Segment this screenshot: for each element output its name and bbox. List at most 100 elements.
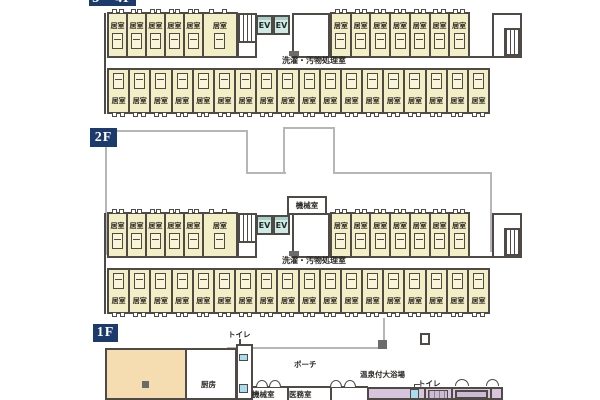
window-notch (393, 9, 399, 14)
window-notch (381, 9, 387, 14)
room-strip-lower: 居室居室居室居室居室居室居室居室居室居室居室居室居室居室居室居室居室居室 (107, 68, 491, 117)
window-notch (323, 312, 329, 317)
bed-icon (155, 273, 167, 289)
room-strip-upper-left: 居室居室居室居室居室居室 (107, 209, 238, 258)
window-notch (187, 9, 193, 14)
room: 居室 (212, 268, 237, 317)
bed-icon (214, 233, 226, 249)
exit-sign-icon (288, 251, 300, 256)
room-label: 居室 (432, 22, 447, 30)
room-label: 居室 (280, 297, 295, 305)
window-notch (196, 112, 202, 117)
room-label: 居室 (217, 97, 232, 105)
room: 居室 (428, 9, 451, 58)
window-notch (352, 312, 358, 317)
floor-label-1f: 1F (93, 324, 118, 342)
window-notch (168, 9, 174, 14)
window-notch (429, 312, 435, 317)
bed-icon (261, 273, 273, 289)
bed-icon (282, 273, 294, 289)
window-notch (440, 9, 446, 14)
room: 居室 (107, 68, 131, 117)
room-label: 居室 (132, 97, 147, 105)
room: 居室 (424, 68, 448, 117)
room: 居室 (170, 68, 194, 117)
window-notch (183, 112, 189, 117)
stairs-icon (504, 228, 520, 256)
window-notch (217, 112, 223, 117)
window-notch (239, 112, 245, 117)
window-notch (239, 312, 245, 317)
bed-icon (240, 73, 252, 89)
room-label: 居室 (196, 297, 211, 305)
room: 居室 (128, 68, 152, 117)
room-label: 居室 (450, 97, 465, 105)
room: 居室 (234, 68, 258, 117)
room-label: 居室 (429, 97, 444, 105)
room: 居室 (369, 9, 392, 58)
window-notch (140, 112, 146, 117)
window-notch (413, 9, 419, 14)
room: 居室 (339, 268, 364, 317)
window-notch (246, 312, 252, 317)
bath-partition-wall (490, 388, 492, 400)
window-notch (381, 209, 387, 214)
window-notch (433, 9, 439, 14)
room: 居室 (182, 209, 204, 258)
room: 居室 (255, 68, 279, 117)
room-label: 居室 (148, 22, 163, 30)
bed-icon (388, 273, 400, 289)
window-notch (387, 312, 393, 317)
room-label: 居室 (302, 97, 317, 105)
room-label: 居室 (373, 22, 388, 30)
room: 居室 (297, 68, 321, 117)
room-label: 居室 (365, 297, 380, 305)
room: 居室 (276, 68, 300, 117)
window-notch (437, 312, 443, 317)
room-label: 居室 (175, 97, 190, 105)
room: 居室 (234, 268, 258, 317)
laundry-room-label-2f: 洗濯・汚物処理室 (282, 256, 346, 265)
bed-icon (282, 73, 294, 89)
exterior-wall (104, 213, 106, 314)
floor-label-3-4f-text: 3・4F (92, 0, 133, 7)
window-notch (361, 209, 367, 214)
room-label: 居室 (280, 97, 295, 105)
bed-icon (473, 273, 484, 289)
bed-icon (374, 233, 386, 249)
room-label: 居室 (407, 97, 422, 105)
window-notch (175, 9, 181, 14)
window-notch (221, 9, 227, 14)
elevator-cell: EV (256, 215, 273, 235)
window-notch (289, 112, 295, 117)
elevator-label: EV (275, 220, 288, 230)
room: 居室 (466, 68, 491, 117)
window-notch (416, 112, 422, 117)
window-notch (225, 312, 231, 317)
window-notch (175, 112, 181, 117)
room-label: 居室 (323, 297, 338, 305)
window-notch (149, 209, 155, 214)
bed-icon (187, 33, 199, 49)
window-notch (408, 312, 414, 317)
medical-room-label: 医務室 (289, 390, 312, 399)
bed-icon (168, 233, 180, 249)
window-notch (387, 112, 393, 117)
room: 居室 (297, 268, 321, 317)
room: 居室 (382, 268, 406, 317)
window-notch (196, 312, 202, 317)
room: 居室 (349, 9, 372, 58)
window-notch (471, 112, 477, 117)
bed-icon (433, 33, 445, 49)
window-notch (416, 312, 422, 317)
room: 居室 (149, 68, 173, 117)
bath-tub-icon (428, 390, 448, 399)
room: 居室 (107, 268, 131, 317)
window-notch (458, 112, 464, 117)
room-label: 居室 (344, 297, 359, 305)
bed-icon (214, 33, 226, 49)
room-label: 居室 (212, 222, 227, 230)
bed-icon (218, 273, 230, 289)
building-outline-line (490, 172, 492, 252)
partition-wall (330, 387, 332, 400)
